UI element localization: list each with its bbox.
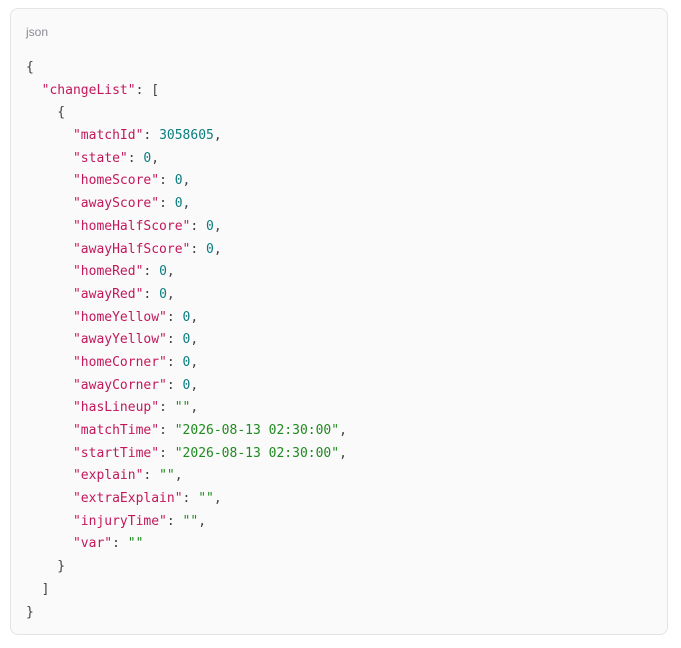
- code-line: "homeYellow": 0,: [72, 309, 199, 325]
- json-key: "changeList": [41, 82, 136, 98]
- json-key: "awayYellow": [72, 332, 167, 348]
- json-value: "": [159, 468, 175, 484]
- code-line: "changeList": [: [41, 82, 160, 98]
- json-key: "startTime": [72, 445, 160, 461]
- code-line: "awayHalfScore": 0,: [72, 241, 222, 257]
- code-line: "homeScore": 0,: [72, 173, 191, 189]
- code-line: {: [26, 105, 66, 121]
- json-key: "injuryTime": [72, 513, 167, 529]
- code-line: "extraExplain": "",: [72, 491, 222, 507]
- json-key: "homeScore": [72, 173, 160, 189]
- code-line: "awayScore": 0,: [72, 196, 191, 212]
- json-value: 0: [174, 173, 183, 189]
- code-line: "homeHalfScore": 0,: [72, 218, 222, 234]
- code-line: }: [26, 559, 66, 575]
- code-line: "state": 0,: [72, 150, 160, 166]
- json-value: 0: [182, 377, 191, 393]
- root-key-text: changeList: [49, 82, 128, 98]
- json-value: 0: [206, 241, 214, 257]
- json-key: "extraExplain": [72, 491, 183, 507]
- code-line: {: [26, 60, 34, 75]
- json-key: "var": [72, 536, 113, 552]
- code-line: "injuryTime": "",: [72, 513, 207, 529]
- code-line: "hasLineup": "",: [72, 400, 199, 416]
- json-value: "2026-08-13 02:30:00": [174, 423, 340, 438]
- code-line: ]: [26, 581, 50, 597]
- code-line: "matchId": 3058605,: [72, 128, 222, 144]
- json-key: "awayRed": [72, 286, 144, 302]
- code-line: "var": "": [72, 536, 144, 552]
- json-key: "matchTime": [72, 423, 160, 438]
- json-key: "homeYellow": [72, 309, 167, 325]
- json-key: "state": [72, 150, 128, 166]
- json-value: "": [198, 491, 214, 507]
- json-value: 0: [143, 150, 152, 166]
- json-value: "": [182, 513, 199, 529]
- code-language-label: json: [26, 25, 49, 39]
- json-value: 0: [174, 196, 183, 212]
- json-key: "matchId": [72, 128, 144, 144]
- code-line: }: [26, 604, 34, 620]
- json-value: 0: [206, 218, 214, 234]
- json-value: "": [127, 536, 144, 552]
- code-line: "awayYellow": 0,: [72, 332, 199, 348]
- code-line: "homeRed": 0,: [72, 264, 175, 280]
- json-value: 0: [159, 286, 167, 302]
- json-key: "homeCorner": [72, 354, 167, 370]
- json-key: "awayScore": [72, 196, 160, 212]
- code-line: "matchTime": "2026-08-13 02:30:00",: [72, 423, 347, 438]
- code-line: "startTime": "2026-08-13 02:30:00",: [72, 445, 347, 461]
- json-value: "": [174, 400, 191, 416]
- code-line: "explain": "",: [72, 468, 183, 484]
- json-value: 0: [182, 354, 191, 370]
- json-value: 3058605: [159, 128, 214, 144]
- code-line: "awayRed": 0,: [72, 286, 175, 302]
- json-key: "awayHalfScore": [72, 241, 191, 257]
- code-line: "awayCorner": 0,: [72, 377, 199, 393]
- json-value: 0: [182, 332, 191, 348]
- json-key: "awayCorner": [72, 377, 167, 393]
- json-key: "explain": [72, 468, 144, 484]
- code-line: "homeCorner": 0,: [72, 354, 199, 370]
- json-value: 0: [159, 264, 167, 280]
- json-key: "homeHalfScore": [72, 218, 191, 234]
- json-value: "2026-08-13 02:30:00": [174, 445, 340, 461]
- code-block: json { "changeList": [ { "matchId": 3058…: [10, 8, 668, 635]
- entries-container: "matchId": 3058605, "state": 0, "homeSco…: [26, 125, 347, 556]
- json-key: "hasLineup": [72, 400, 160, 416]
- json-value: 0: [182, 309, 191, 325]
- json-key: "homeRed": [72, 264, 144, 280]
- code-content[interactable]: { "changeList": [ { "matchId": 3058605, …: [26, 57, 347, 624]
